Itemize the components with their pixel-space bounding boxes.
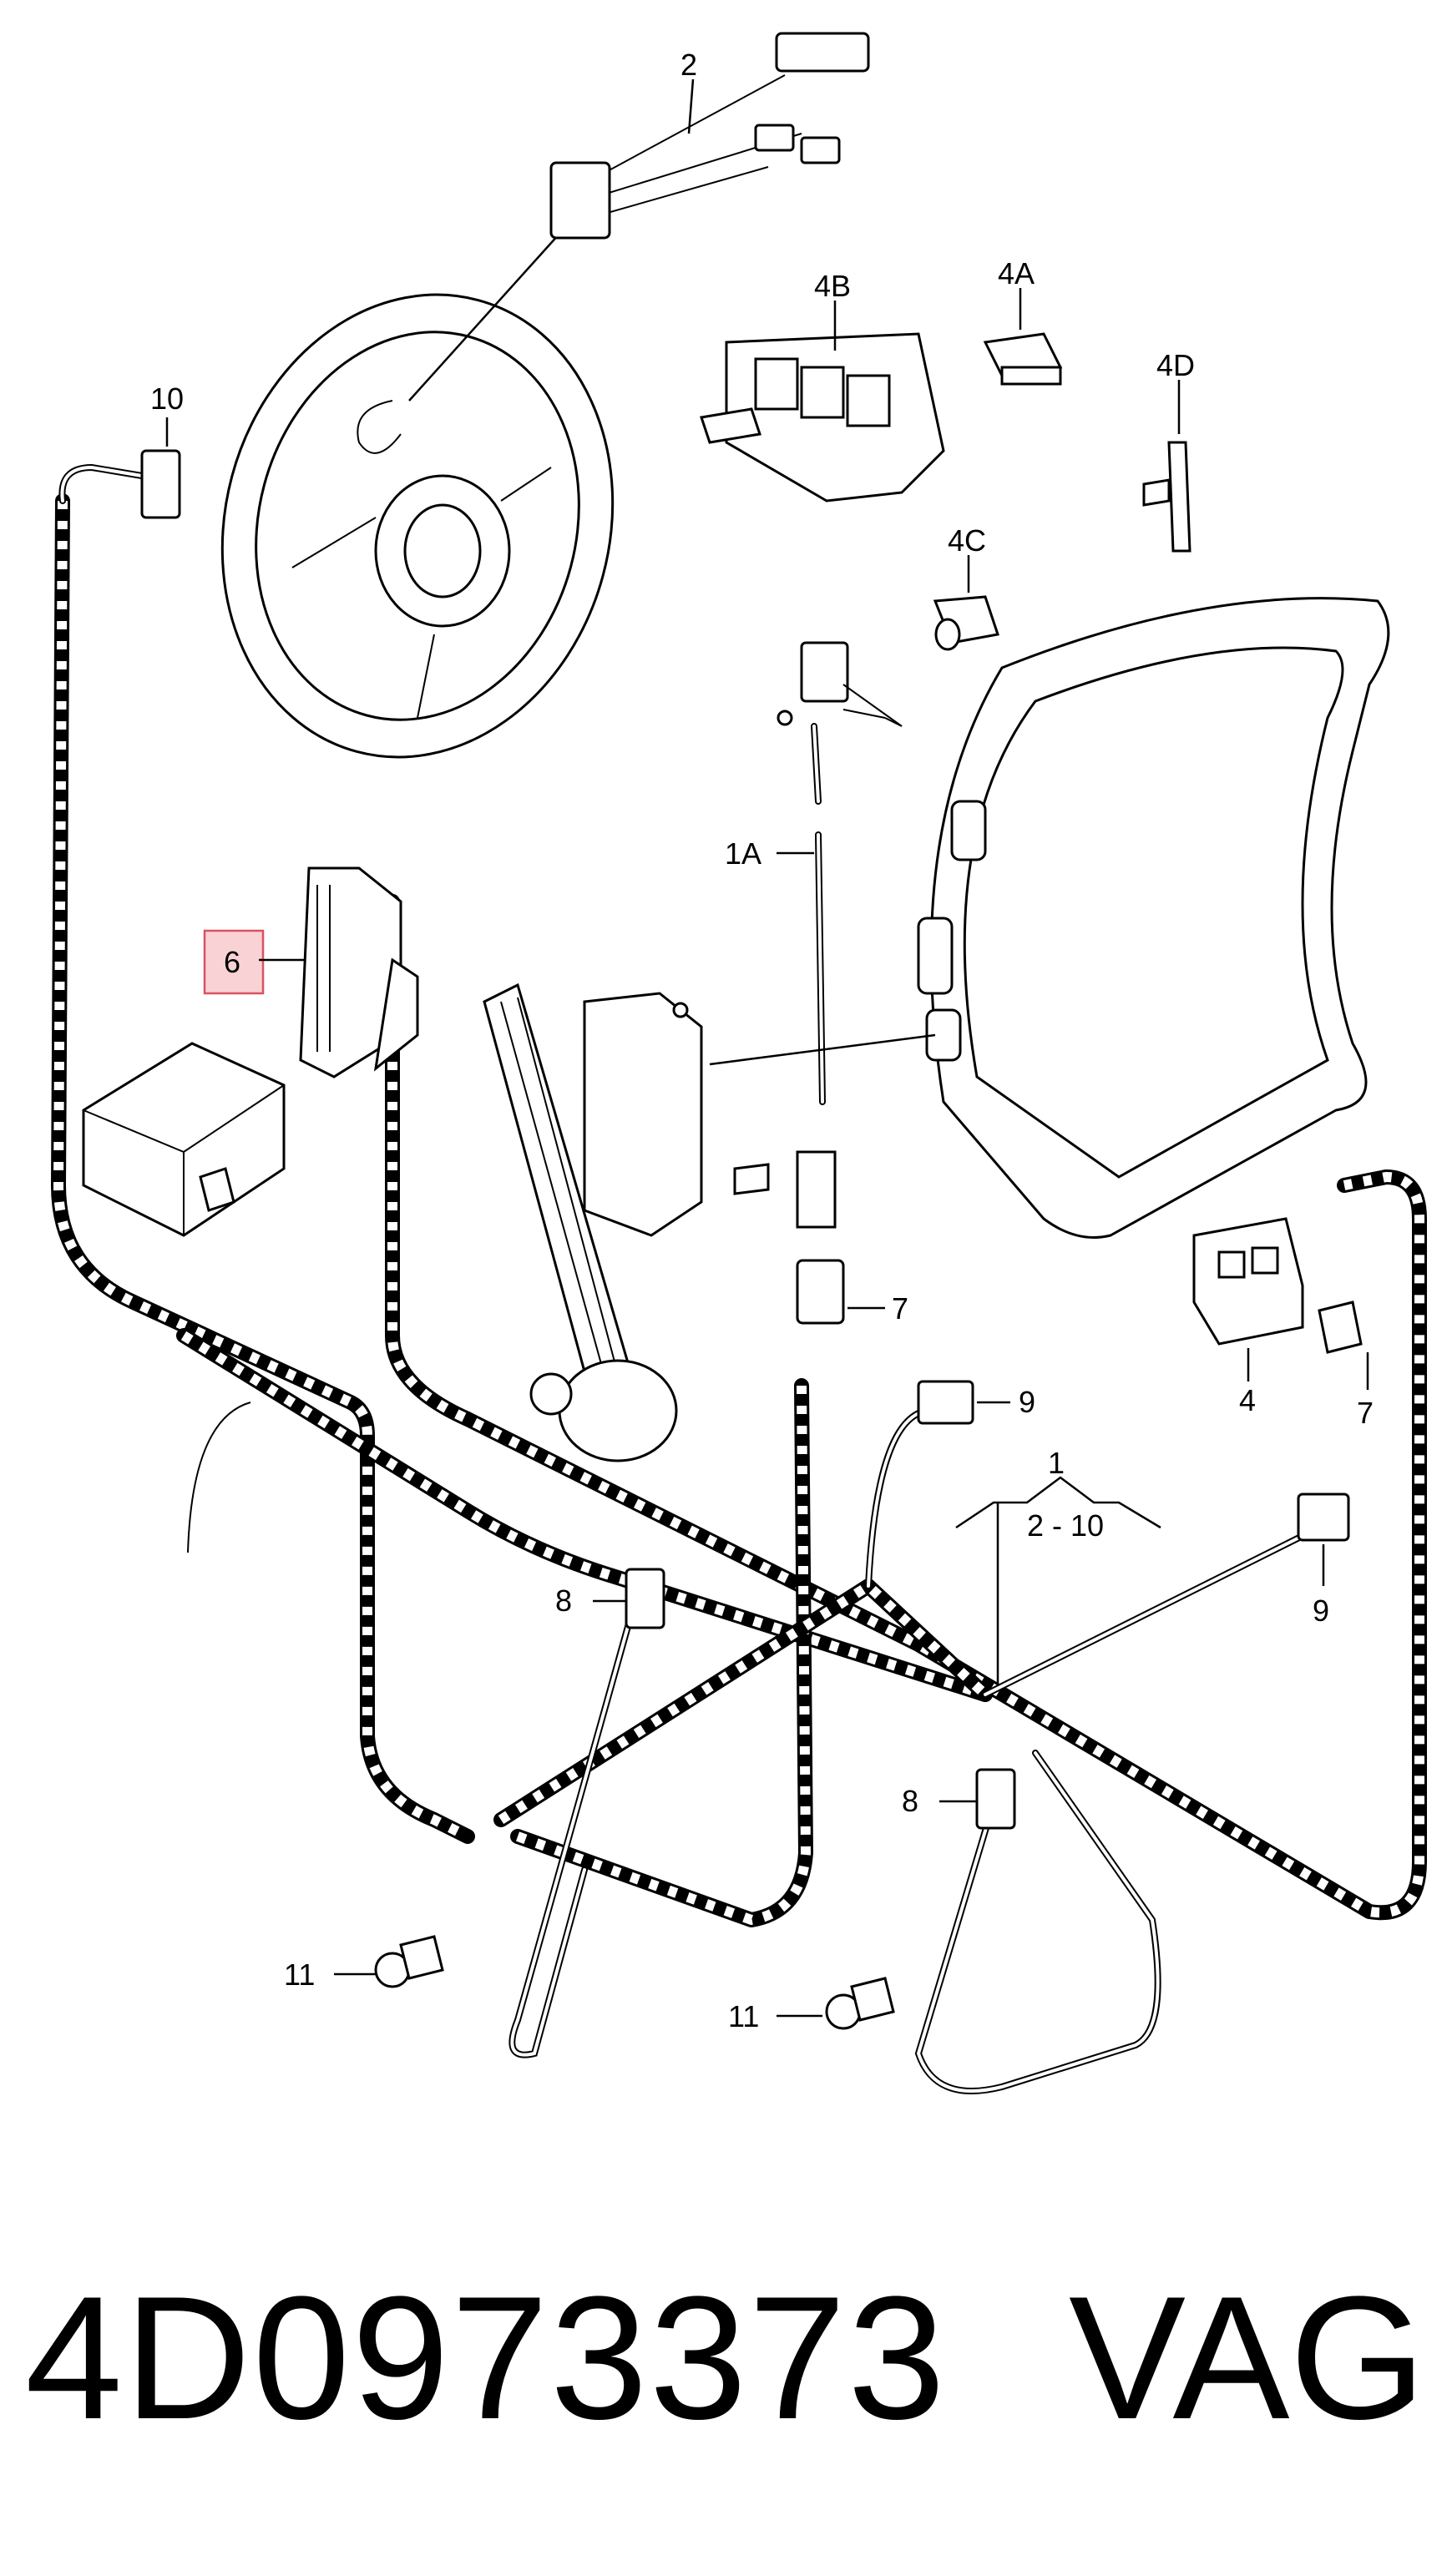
steering-wheel	[220, 293, 615, 759]
callout-labels: 2 4B 4A 4D 4C 10 1A 6 7 4 7 9 1 2 - 10 9…	[150, 48, 1374, 2033]
part-2-connector	[549, 32, 870, 240]
part-4d-strip	[1142, 441, 1191, 553]
callout-11b: 11	[728, 1999, 759, 2033]
airbag-pointer	[709, 1033, 936, 1066]
wiring-harness-diagram: 2 4B 4A 4D 4C 10 1A 6 7 4 7 9 1 2 - 10 9…	[51, 32, 1427, 2094]
part-4a-clip	[983, 332, 1063, 386]
callout-8b: 8	[902, 1784, 918, 1818]
callout-10: 10	[150, 381, 184, 416]
part-6-control-unit	[299, 866, 419, 1078]
part-7-connectors	[796, 1259, 1363, 1354]
callout-8a: 8	[555, 1583, 572, 1618]
callout-6: 6	[224, 945, 240, 979]
callout-1a: 1A	[725, 836, 761, 871]
callout-2: 2	[680, 48, 697, 82]
part-11-clips	[374, 1935, 895, 2030]
part-10-connector	[140, 449, 181, 519]
callout-1: 1	[1048, 1446, 1065, 1480]
brand-label: VAG	[1069, 2260, 1426, 2456]
airbag-module-box	[82, 1042, 286, 1237]
side-airbag-unit	[583, 992, 703, 1237]
main-harness	[51, 493, 1427, 1927]
callout-7a: 7	[892, 1291, 908, 1326]
leader-2-top	[687, 78, 695, 134]
callout-4b: 4B	[814, 269, 851, 303]
part-number: 4D0973373	[25, 2260, 947, 2456]
part-4-connector-block	[1192, 1217, 1304, 1346]
callout-11a: 11	[284, 1957, 315, 1992]
seat-belt	[483, 982, 678, 1462]
part-6-highlight	[203, 929, 265, 995]
seat-backrest	[917, 597, 1390, 1239]
callout-4c: 4C	[948, 523, 986, 558]
callout-9a: 9	[1019, 1385, 1035, 1419]
thin-cables	[58, 463, 1306, 2094]
part-8-connectors	[625, 1568, 1016, 1830]
part-1-bracket	[955, 1476, 1161, 1686]
part-9-connectors	[917, 1380, 1350, 1542]
callout-4a: 4A	[998, 256, 1035, 290]
part-1a-wiring	[733, 641, 903, 1229]
callout-4d: 4D	[1156, 348, 1195, 382]
callout-7b: 7	[1357, 1396, 1374, 1430]
callout-9b: 9	[1313, 1594, 1329, 1628]
part-4c-clip	[933, 595, 999, 651]
callout-1-range: 2 - 10	[1027, 1508, 1104, 1543]
leader-2	[408, 233, 560, 402]
callout-4: 4	[1239, 1383, 1256, 1417]
part-4b-bracket	[700, 332, 945, 503]
